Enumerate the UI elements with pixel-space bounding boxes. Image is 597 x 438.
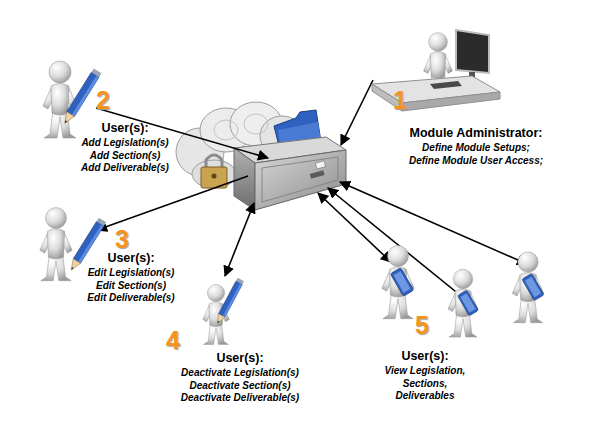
pencil	[61, 68, 101, 125]
actor-heading: User(s):	[60, 121, 190, 136]
actor-caption: User(s):View Legislation, Sections, Deli…	[365, 349, 485, 403]
callout-number: 1	[393, 87, 407, 113]
cloud-disc	[192, 160, 236, 188]
arrow	[318, 193, 391, 262]
lock-keyhole	[212, 174, 217, 179]
disc-ring	[244, 114, 268, 134]
stick-figure	[382, 246, 414, 319]
drawer-label-slot	[315, 161, 325, 169]
drawer-panel	[262, 157, 338, 202]
administrator-illustration	[372, 30, 500, 111]
add-user-illustration	[43, 61, 101, 138]
callout-number: 4	[166, 327, 180, 353]
actor-heading: User(s):	[365, 349, 485, 364]
drawer-end	[234, 148, 255, 210]
actor-heading: User(s):	[160, 351, 320, 366]
stick-figure	[512, 252, 543, 323]
stick-figure	[448, 269, 478, 337]
actor-duties: Add Legislation(s) Add Section(s) Add De…	[80, 137, 170, 175]
monitor	[456, 30, 489, 73]
actor-caption: User(s):Edit Legislation(s) Edit Section…	[66, 251, 196, 305]
disc-ring	[214, 120, 238, 140]
keyboard	[430, 81, 462, 89]
actor-duties: View Legislation, Sections, Deliverables	[383, 365, 468, 403]
actor-duties: Define Module Setups; Define Module User…	[407, 142, 545, 167]
deactivate-user-illustration	[203, 278, 244, 345]
actor-heading: User(s):	[66, 251, 196, 266]
actor-caption: User(s):Deactivate Legislation(s) Deacti…	[160, 351, 320, 405]
pencil	[214, 278, 244, 325]
tablet	[457, 290, 478, 316]
actor-duties: Edit Legislation(s) Edit Section(s) Edit…	[87, 267, 176, 305]
drawer-handle	[310, 170, 325, 179]
actor-caption: User(s):Add Legislation(s) Add Section(s…	[60, 121, 190, 175]
drawer-front	[255, 150, 346, 210]
arrow	[225, 203, 254, 276]
arrow	[340, 182, 527, 264]
tablet	[390, 268, 413, 297]
callout-number: 2	[96, 87, 110, 113]
tablet	[522, 273, 544, 300]
callout-number: 5	[415, 312, 429, 338]
actor-caption: Module Administrator:Define Module Setup…	[381, 126, 571, 167]
view-users-illustration	[382, 246, 544, 338]
pencil	[68, 218, 106, 272]
arrow	[97, 176, 248, 230]
lock-shackle	[206, 155, 222, 168]
arrow	[341, 80, 373, 145]
stick-figure	[40, 208, 72, 281]
stick-figure	[43, 61, 77, 138]
callout-number: 3	[115, 226, 129, 252]
desk-edge	[402, 92, 500, 111]
actor-duties: Deactivate Legislation(s) Deactivate Sec…	[180, 367, 300, 405]
actor-heading: Module Administrator:	[381, 126, 571, 141]
arrow	[328, 188, 466, 300]
